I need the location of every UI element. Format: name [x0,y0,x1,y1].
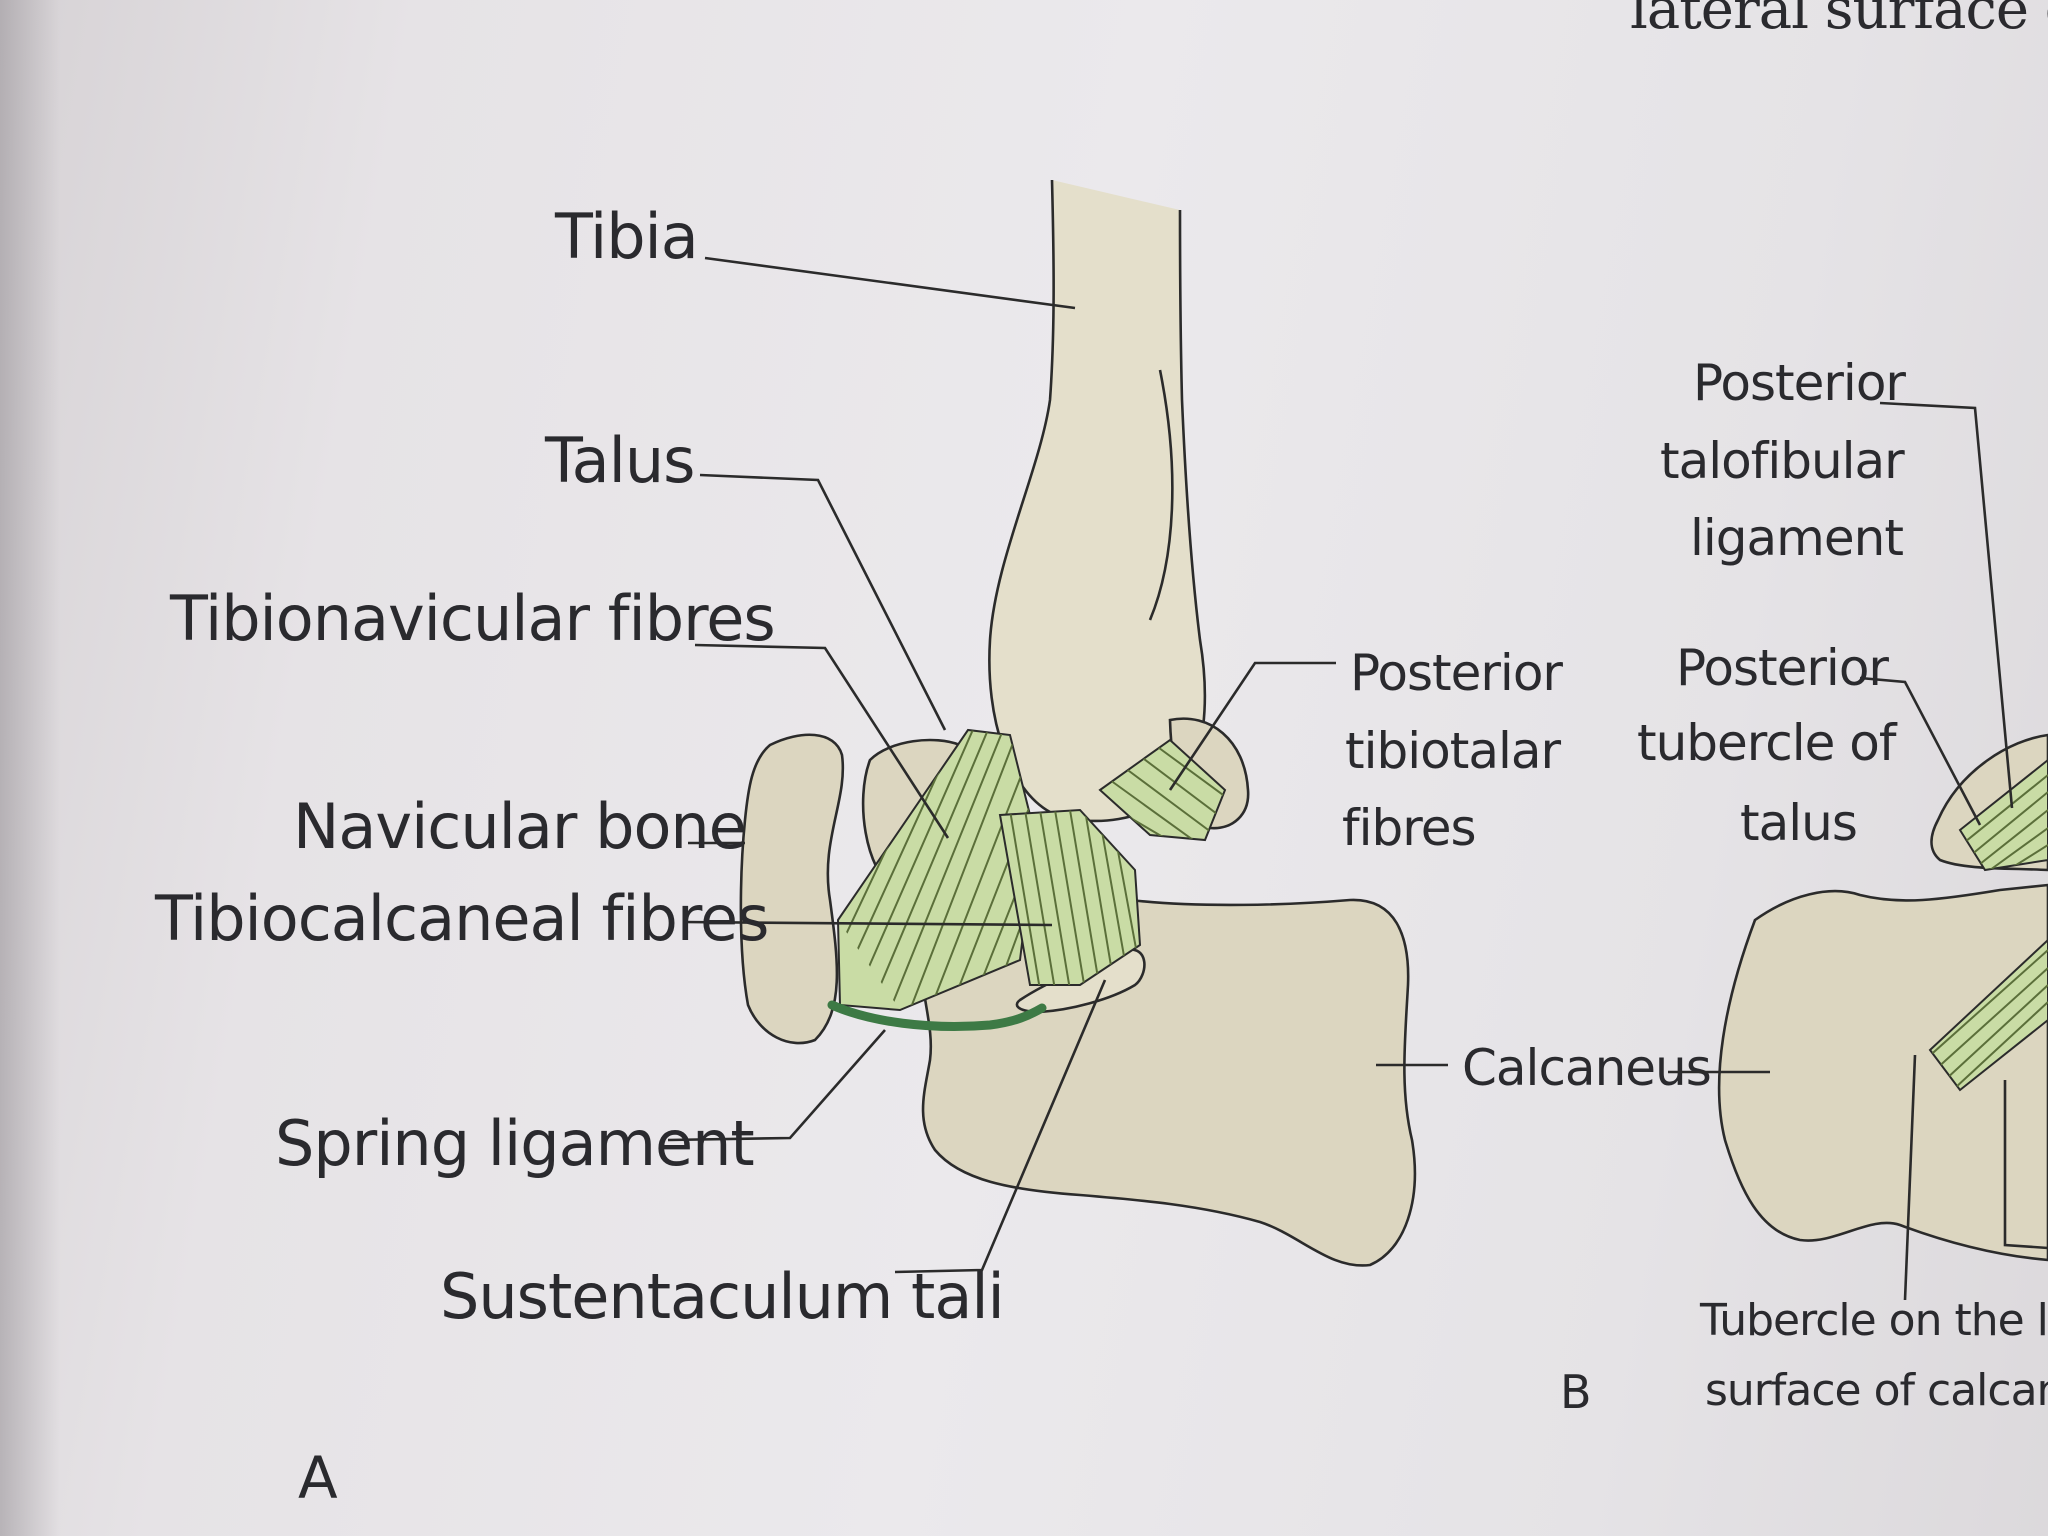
tibionavicular-stripes [838,730,1035,1010]
spring-ligament-label: Spring ligament [275,1107,754,1180]
tibiocalcaneal-stripes [1009,810,1140,985]
calcaneus-b-bone [1717,883,2048,1262]
ptt-leader [1859,676,1982,826]
tibia-bone [988,179,1207,823]
ptt-label-line2: tubercle of [1637,714,1898,772]
calcaneofibular-stripes [1930,949,2048,1089]
ptfl-label-line3: ligament [1690,509,1903,567]
tubercle-leader [1903,1054,1917,1301]
talus-leader [699,473,947,731]
ptt-label-line1: Posterior [1676,639,1889,697]
tibiocalcaneal-fibres-label: Tibiocalcaneal fibres [154,882,768,955]
tibionavicular-fibres-label: Tibionavicular fibres [169,582,775,655]
panel-b: Posterior talofibular ligament Posterior… [1560,354,2048,1419]
ptt-label-line3: talus [1740,794,1857,852]
panel-a-letter: A [298,1444,338,1512]
page-gutter-shadow [0,0,60,1536]
talus-label: Talus [544,424,694,497]
posterior-tibiotalar-leader [1168,661,1336,791]
tibionavicular-leader [694,643,950,839]
ptfl-leader [1879,401,2014,809]
ptfl-label-line2: talofibular [1660,432,1905,490]
spring-ligament-shape [827,1000,1047,1031]
sustentaculum-tali-label: Sustentaculum tali [440,1260,1004,1333]
posterior-talofibular-ligament-shape [1958,758,2048,872]
tibia-internal-line [1148,369,1174,621]
ptfl-label-line1: Posterior [1693,354,1906,412]
navicular-bone-label: Navicular bone [293,790,746,863]
tubercle-label-line2: surface of calcaneus [1705,1365,2048,1416]
calcaneus-label: Calcaneus [1462,1039,1711,1097]
sustentaculum-leader [894,979,1107,1274]
posterior-tibiotalar-stripes [1100,744,1225,840]
top-text-fragment: lateral surface of [1630,0,2048,42]
navicular-bone-shape [739,733,845,1045]
tubercle-label-line1: Tubercle on the lateral [1699,1295,2048,1346]
spring-ligament-leader [667,1029,886,1142]
tibia-label: Tibia [554,200,698,273]
posterior-tibiotalar-label-line2: tibiotalar [1345,722,1561,780]
panel-b-letter: B [1560,1365,1591,1419]
panel-a: Tibia Talus Tibionavicular fibres Navicu… [154,179,1712,1512]
posterior-talofibular-stripes [1960,774,2048,870]
tibia-leader [704,256,1076,310]
posterior-tibiotalar-label-line3: fibres [1342,799,1476,857]
cropped-leader [2003,1080,2048,1250]
posterior-tibiotalar-label-line1: Posterior [1350,644,1563,702]
tibiocalcaneal-leader [682,920,1053,927]
